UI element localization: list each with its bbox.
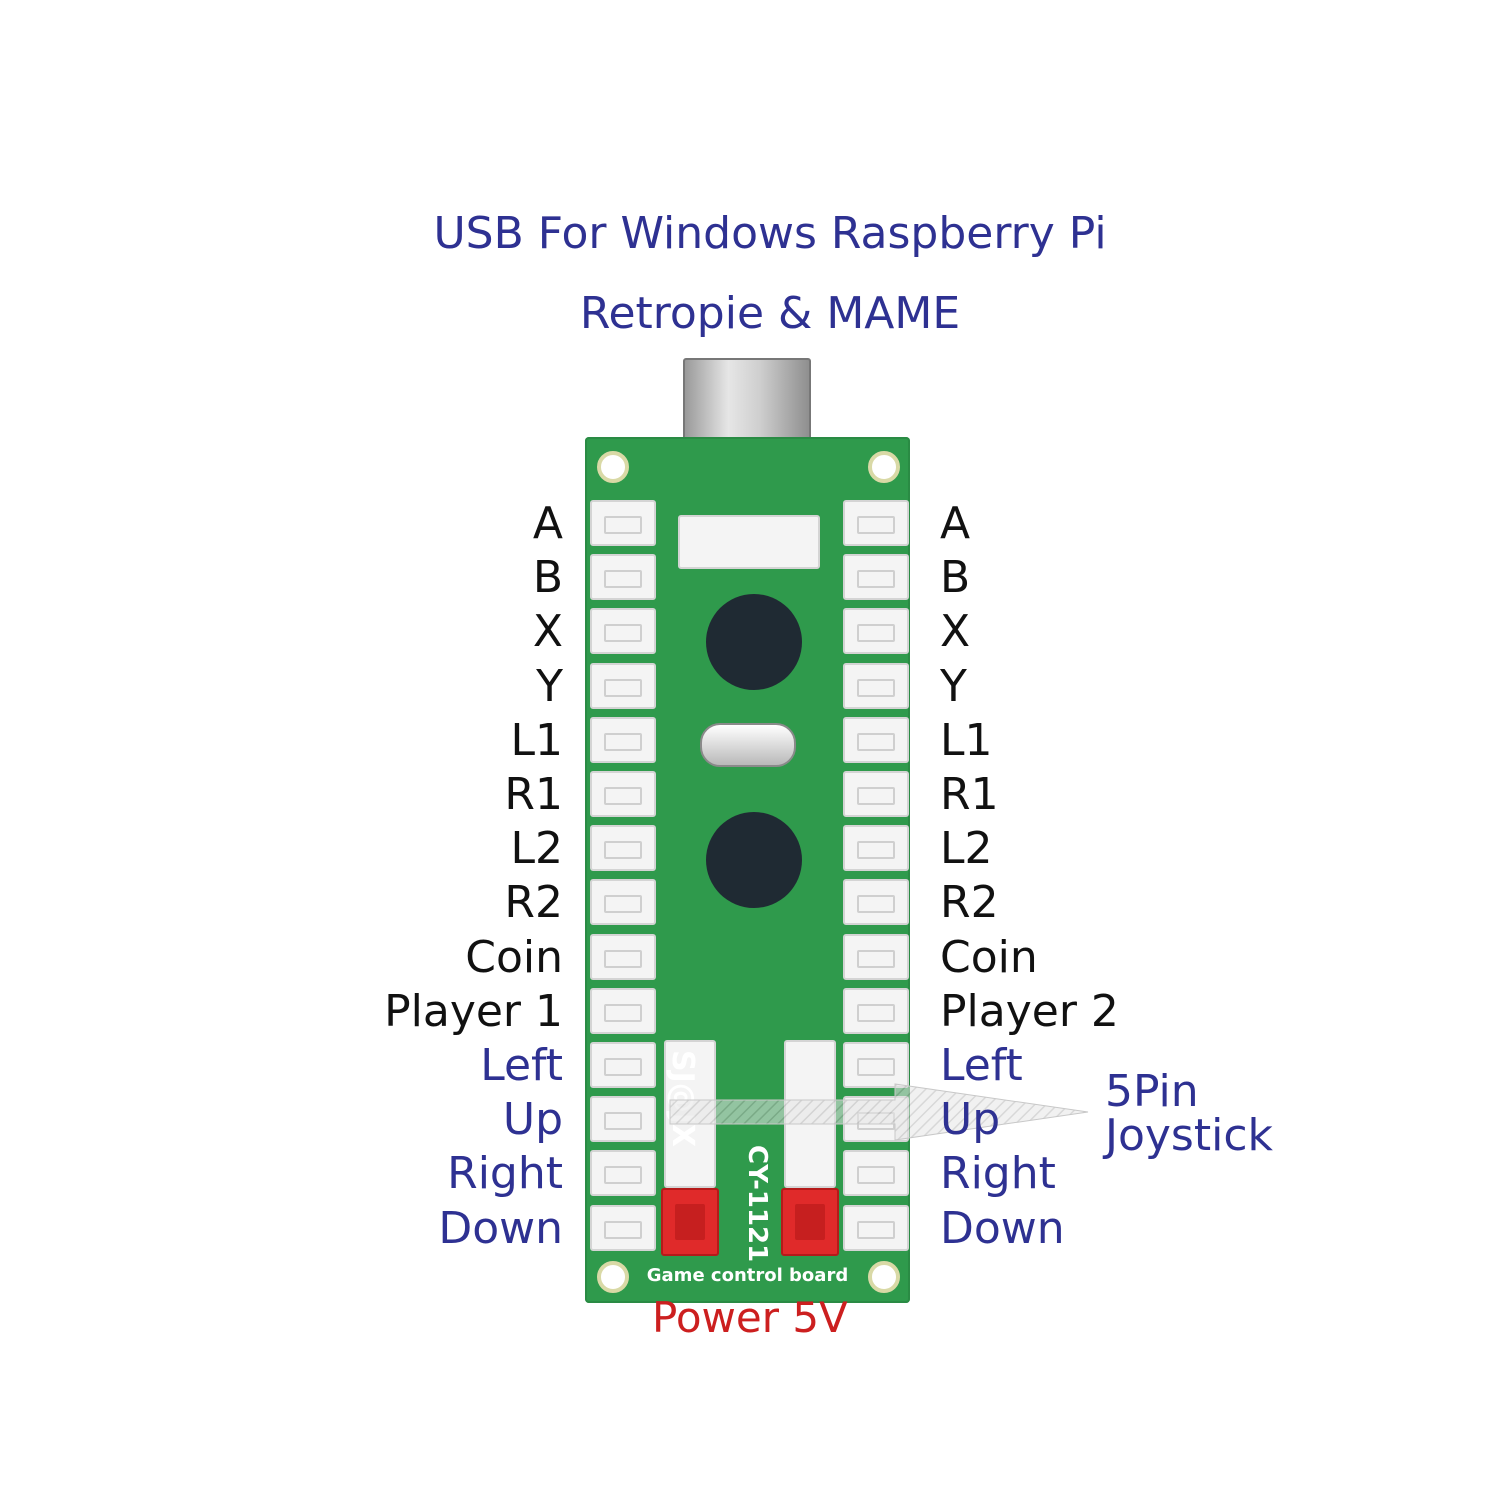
board-model-silkscreen: CY-1121 [742,1145,772,1263]
left-label: R2 [504,877,563,929]
right-label: A [940,498,971,549]
right-connector [843,1096,909,1143]
left-label: B [532,552,563,604]
diagram-title-line-1: USB For Windows Raspberry Pi [433,208,1107,259]
left-connector [590,1042,656,1088]
power-connector-right [781,1188,839,1256]
board-name-silkscreen: Game control board [646,1265,849,1286]
right-connector [843,716,909,763]
left-connector [590,716,656,763]
left-connector [590,1150,656,1197]
mount-hole-bottom-left [597,1261,629,1293]
mount-hole-top-left [597,451,629,483]
crystal-oscillator [700,723,796,767]
right-connector [843,987,909,1034]
right-label: R1 [940,769,999,820]
right-label: Y [940,660,967,712]
right-connector [843,771,909,817]
right-label: Up [940,1094,1001,1146]
left-connector [590,933,656,980]
right-connector [843,933,909,980]
left-label: L2 [510,823,563,875]
left-label: A [532,498,563,549]
mount-hole-top-right [868,451,900,483]
diagram-title-line-2: Retropie & MAME [579,288,961,339]
left-connector [590,879,656,926]
right-connector [843,554,909,601]
left-connector [590,500,656,546]
left-connector [590,1096,656,1143]
right-label: B [940,552,971,604]
right-label: Down [940,1202,1065,1254]
left-label: R1 [504,769,563,820]
left-label: Left [480,1040,563,1091]
right-label: L2 [940,823,993,875]
right-connector [843,608,909,655]
power-connector-left [661,1188,719,1256]
power-label: Power 5V [652,1293,848,1342]
left-label: Coin [465,931,563,983]
right-label: L1 [940,714,993,766]
right-connector [843,1042,909,1088]
left-connector [590,771,656,817]
left-label: Up [502,1094,563,1146]
right-connector [843,825,909,872]
chip-u1 [706,594,802,690]
left-connector [590,825,656,872]
right-label: Right [940,1148,1056,1200]
header-connector [678,515,820,569]
left-label: Down [438,1202,563,1254]
right-label: Player 2 [940,985,1119,1037]
right-connector [843,1204,909,1251]
joystick-note-line-2: Joystick [1105,1110,1274,1161]
right-label: X [940,606,971,658]
left-connector [590,987,656,1034]
right-connector [843,500,909,546]
mount-hole-bottom-right [868,1261,900,1293]
joystick-connector-right [784,1040,836,1188]
board-brand-silkscreen: SJ@JX [665,1050,700,1148]
right-label: Coin [940,931,1038,983]
left-connector [590,1204,656,1251]
left-label: Right [447,1148,563,1200]
joystick-note-line-1: 5Pin [1105,1066,1199,1117]
left-label: Y [536,660,563,712]
left-connector [590,608,656,655]
chip-u2 [706,812,802,908]
left-label: L1 [510,714,563,766]
right-connector [843,1150,909,1197]
right-connector [843,662,909,709]
left-label: X [532,606,563,658]
right-label: Left [940,1040,1023,1091]
right-connector [843,879,909,926]
right-label: R2 [940,877,999,929]
left-connector [590,662,656,709]
left-connector [590,554,656,601]
joystick-note: 5Pin Joystick [1105,1070,1273,1158]
left-label: Player 1 [384,985,563,1037]
